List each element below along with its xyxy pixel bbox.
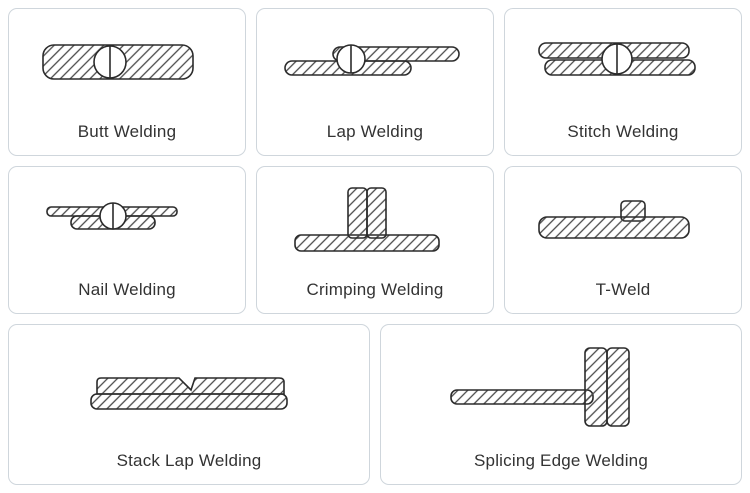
cell-stitch-welding: Stitch Welding — [504, 8, 742, 156]
stack-lap-welding-icon — [90, 376, 288, 410]
cell-lap-welding: Lap Welding — [256, 8, 494, 156]
butt-welding-label: Butt Welding — [77, 121, 177, 141]
crimping-welding-label: Crimping Welding — [306, 279, 444, 299]
cell-nail-welding: Nail Welding — [8, 166, 246, 314]
nail-welding-diagram — [9, 167, 245, 280]
lap-welding-diagram — [257, 9, 493, 122]
splicing-edge-welding-icon — [450, 346, 630, 427]
splicing-edge-welding-diagram — [381, 325, 741, 451]
t-weld-icon — [538, 199, 690, 239]
cell-crimping-welding: Crimping Welding — [256, 166, 494, 314]
crimping-welding-icon — [294, 186, 440, 252]
stitch-welding-icon — [538, 41, 696, 76]
cell-t-weld: T-Weld — [504, 166, 742, 314]
butt-welding-icon — [42, 43, 194, 80]
stitch-welding-label: Stitch Welding — [567, 121, 679, 141]
cell-butt-welding: Butt Welding — [8, 8, 246, 156]
stack-lap-welding-label: Stack Lap Welding — [116, 450, 262, 470]
stack-lap-welding-diagram — [9, 325, 369, 451]
t-weld-label: T-Weld — [595, 279, 651, 299]
crimping-welding-diagram — [257, 167, 493, 280]
splicing-edge-welding-label: Splicing Edge Welding — [474, 450, 648, 470]
lap-welding-icon — [284, 43, 460, 76]
cell-splicing-edge-welding: Splicing Edge Welding — [380, 324, 742, 485]
nail-welding-label: Nail Welding — [78, 279, 176, 299]
stitch-welding-diagram — [505, 9, 741, 122]
nail-welding-icon — [46, 201, 178, 230]
butt-welding-diagram — [9, 9, 245, 122]
cell-stack-lap-welding: Stack Lap Welding — [8, 324, 370, 485]
t-weld-diagram — [505, 167, 741, 280]
lap-welding-label: Lap Welding — [326, 121, 424, 141]
